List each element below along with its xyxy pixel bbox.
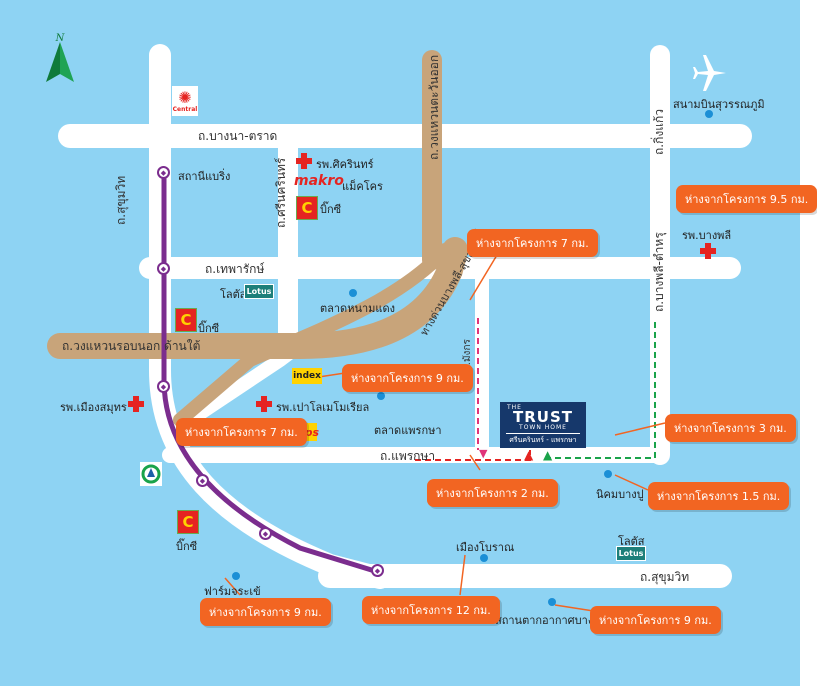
label-hospital-bangphli: รพ.บางพลี: [682, 229, 732, 242]
road-label-bangna-trat: ถ.บางนา-ตราด: [198, 129, 278, 143]
bigc-logo-icon: C: [296, 196, 318, 220]
hospital-icon: [700, 243, 716, 259]
poi-dot: [604, 470, 612, 478]
poi-dot: [232, 572, 240, 580]
label-market-nong-daeng: ตลาดหนามแดง: [320, 302, 396, 315]
route-red: [415, 450, 531, 461]
road-label-srinakarin: ถ.ศรีนครินทร์: [274, 157, 288, 228]
route-green: [545, 320, 656, 459]
label-bigc-2: บิ๊กซี: [198, 322, 220, 335]
airplane-icon: [693, 55, 726, 91]
distance-callout: ห่างจากโครงการ 3 กม.: [665, 414, 796, 442]
arrow-up-icon: ▲: [524, 448, 534, 462]
bts-station-icon: ◆: [196, 474, 209, 487]
distance-callout: ห่างจากโครงการ 12 กม.: [362, 596, 500, 624]
index-logo: index: [292, 368, 322, 384]
label-makro: แม็คโคร: [342, 180, 383, 193]
bigc-logo-icon: C: [177, 510, 199, 534]
label-hospital-paolo: รพ.เปาโลเมโมเรียล: [276, 401, 370, 414]
label-station-bearing: สถานีแบริ่ง: [178, 170, 231, 183]
label-nikhom-bangpu: นิคมบางปู: [596, 488, 644, 501]
road-label-kanchanaphisek-east: ถ.วงแหวนตะวันออก: [427, 54, 441, 160]
project-line2: TRUST: [513, 408, 573, 426]
bts-station-icon: ◆: [157, 262, 170, 275]
road-label-bangphli-tamru: ถ.บางพลี-ตำหรุ: [652, 232, 666, 312]
poi-dot: [349, 289, 357, 297]
arrow-up-icon: ▲: [543, 448, 553, 462]
label-bigc-1: บิ๊กซี: [320, 203, 342, 216]
road-label-sukhumvit-v: ถ.สุขุมวิท: [114, 175, 128, 225]
label-muang-boran: เมืองโบราณ: [456, 541, 515, 554]
distance-callout: ห่างจากโครงการ 2 กม.: [427, 479, 558, 507]
bts-station-icon: ◆: [157, 380, 170, 393]
project-logo: THE TRUST TOWN HOME ศรีนครินทร์ - แพรกษา: [500, 402, 586, 448]
distance-callout: ห่างจากโครงการ 7 กม.: [176, 418, 307, 446]
project-line3: TOWN HOME: [519, 424, 567, 431]
label-crocodile-farm: ฟาร์มจระเข้: [204, 585, 261, 598]
compass-letter: N: [55, 33, 66, 44]
project-line1: THE: [507, 404, 522, 411]
road-label-kingkaew: ถ.กิ่งแก้ว: [652, 109, 666, 155]
makro-logo: makro: [294, 173, 344, 189]
project-line4: ศรีนครินทร์ - แพรกษา: [506, 433, 580, 446]
distance-callout: ห่างจากโครงการ 9 กม.: [200, 598, 331, 626]
distance-callout: ห่างจากโครงการ 7 กม.: [467, 229, 598, 257]
lotus-logo: Lotus: [244, 284, 274, 299]
central-logo: ✺ Central: [172, 86, 198, 116]
distance-callout: ห่างจากโครงการ 9 กม.: [342, 364, 473, 392]
ptt-station-icon: [140, 462, 162, 486]
hospital-icon: [128, 396, 144, 412]
hospital-icon: [296, 153, 312, 169]
poi-dot: [480, 554, 488, 562]
distance-callout: ห่างจากโครงการ 9 กม.: [590, 606, 721, 634]
road-ring-south: [47, 237, 468, 359]
label-bigc-3: บิ๊กซี: [176, 540, 198, 553]
hospital-icon: [256, 396, 272, 412]
distance-callout: ห่างจากโครงการ 9.5 กม.: [676, 185, 817, 213]
poi-dot: [377, 392, 385, 400]
lotus-logo: Lotus: [616, 546, 646, 561]
road-label-ring-south: ถ.วงแหวนรอบนอก ด้านใต้: [62, 339, 201, 353]
label-airport: สนามบินสุวรรณภูมิ: [673, 98, 765, 111]
label-lotus-2: โลตัส: [618, 535, 645, 548]
road-label-sukhumvit-h: ถ.สุขุมวิท: [640, 570, 690, 584]
poi-dot: [705, 110, 713, 118]
road-motorway: [173, 243, 452, 427]
label-market-phraeksa: ตลาดแพรกษา: [374, 424, 442, 437]
label-hospital-sikarin: รพ.ศิครินทร์: [316, 158, 374, 171]
label-lotus-1: โลตัส: [220, 288, 247, 301]
bts-station-icon: ◆: [157, 166, 170, 179]
distance-callout: ห่างจากโครงการ 1.5 กม.: [648, 482, 790, 510]
label-bangpu-resort: สถานตากอากาศบางปู: [495, 614, 601, 627]
label-hospital-muang-samut: รพ.เมืองสมุทร: [60, 401, 127, 414]
road-label-phraeksa: ถ.แพรกษา: [380, 449, 436, 463]
bts-station-icon: ◆: [259, 527, 272, 540]
road-label-thepharak: ถ.เทพารักษ์: [205, 262, 265, 276]
bts-station-icon: ◆: [371, 564, 384, 577]
bigc-logo-icon: C: [175, 308, 197, 332]
poi-dot: [548, 598, 556, 606]
arrow-down-icon: ▼: [479, 447, 488, 460]
north-arrow-icon: N: [46, 33, 74, 82]
